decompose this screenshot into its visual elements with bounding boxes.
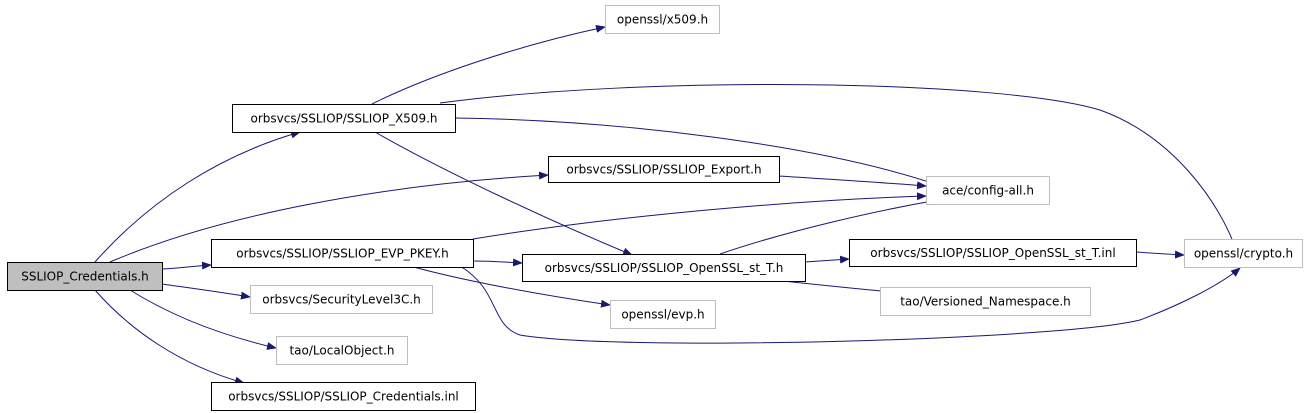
node-box: [276, 336, 408, 365]
node-label: openssl/crypto.h: [1194, 247, 1293, 261]
node-localobj: tao/LocalObject.h: [276, 336, 408, 365]
node-label: ace/config-all.h: [942, 184, 1034, 198]
edge-evph-to-crypto: [459, 265, 1241, 344]
node-label: orbsvcs/SSLIOP/SSLIOP_Credentials.inl: [228, 390, 459, 404]
edges: [94, 24, 1241, 385]
node-label: openssl/x509.h: [617, 13, 708, 27]
edge-root-to-seclevel: [161, 283, 251, 300]
node-crypto: openssl/crypto.h: [1184, 239, 1303, 268]
node-box: [232, 104, 456, 133]
node-label: openssl/evp.h: [621, 308, 704, 322]
edge-x509h-to-opensslst: [374, 131, 633, 256]
edge-opensslst-to-aceconfig: [719, 197, 939, 255]
node-exporth[interactable]: orbsvcs/SSLIOP/SSLIOP_Export.h: [548, 156, 780, 183]
node-label: tao/LocalObject.h: [289, 344, 394, 358]
edge-exporth-to-aceconfig: [778, 175, 927, 190]
node-label: SSLIOP_Credentials.h: [21, 270, 149, 284]
node-label: tao/Versioned_Namespace.h: [900, 295, 1071, 309]
edge-root-to-evph: [161, 261, 212, 270]
edge-opensslstinl-to-crypto: [1135, 250, 1185, 259]
edge-root-to-credinl: [94, 289, 245, 385]
edge-root-to-localobj: [129, 289, 277, 350]
node-box: [548, 156, 780, 183]
node-seclevel: orbsvcs/SecurityLevel3C.h: [250, 285, 433, 314]
node-box: [926, 176, 1050, 205]
node-box: [605, 5, 720, 34]
node-root: SSLIOP_Credentials.h: [7, 262, 163, 291]
node-box: [880, 287, 1091, 316]
edge-evph-to-osslevp: [409, 265, 611, 308]
node-label: orbsvcs/SSLIOP/SSLIOP_OpenSSL_st_T.h: [545, 261, 784, 275]
node-box: [250, 285, 433, 314]
node-box: [1184, 239, 1303, 268]
node-opensslst[interactable]: orbsvcs/SSLIOP/SSLIOP_OpenSSL_st_T.h: [522, 254, 806, 282]
edge-root-to-exporth: [109, 171, 549, 263]
node-box: [522, 254, 806, 282]
node-versioned: tao/Versioned_Namespace.h: [880, 287, 1091, 316]
node-label: orbsvcs/SSLIOP/SSLIOP_EVP_PKEY.h: [236, 247, 449, 261]
node-box: [211, 382, 476, 411]
node-box: [211, 239, 474, 268]
edge-x509h-to-aceconfig: [454, 117, 939, 186]
node-evph[interactable]: orbsvcs/SSLIOP/SSLIOP_EVP_PKEY.h: [211, 239, 474, 268]
node-x509h[interactable]: orbsvcs/SSLIOP/SSLIOP_X509.h: [232, 104, 456, 133]
edge-root-to-x509h: [94, 130, 301, 263]
node-osslx509: openssl/x509.h: [605, 5, 720, 34]
node-label: orbsvcs/SSLIOP/SSLIOP_X509.h: [250, 112, 437, 126]
edge-x509h-to-osslx509: [371, 24, 606, 105]
node-box: [610, 300, 716, 329]
node-label: orbsvcs/SSLIOP/SSLIOP_Export.h: [566, 163, 761, 177]
node-box: [849, 239, 1137, 267]
node-aceconfig: ace/config-all.h: [926, 176, 1050, 205]
node-osslevp: openssl/evp.h: [610, 300, 716, 329]
node-opensslstinl[interactable]: orbsvcs/SSLIOP/SSLIOP_OpenSSL_st_T.inl: [849, 239, 1137, 267]
node-box: [7, 262, 163, 291]
edge-evph-to-opensslst: [472, 258, 523, 267]
edge-opensslst-to-opensslstinl: [804, 255, 850, 264]
node-label: orbsvcs/SSLIOP/SSLIOP_OpenSSL_st_T.inl: [870, 246, 1115, 260]
node-label: orbsvcs/SecurityLevel3C.h: [262, 293, 421, 307]
edge-x509h-to-crypto: [439, 84, 1239, 256]
edge-evph-to-aceconfig: [472, 192, 927, 240]
nodes: SSLIOP_Credentials.h orbsvcs/SSLIOP/SSLIO…: [7, 5, 1303, 411]
node-credinl[interactable]: orbsvcs/SSLIOP/SSLIOP_Credentials.inl: [211, 382, 476, 411]
